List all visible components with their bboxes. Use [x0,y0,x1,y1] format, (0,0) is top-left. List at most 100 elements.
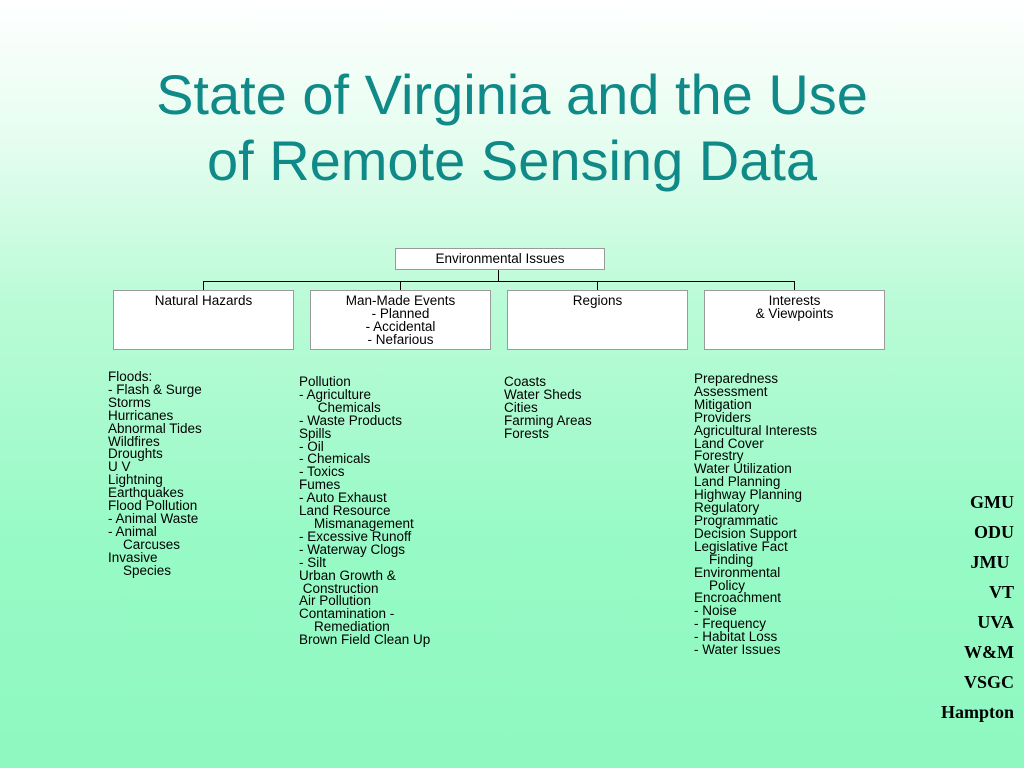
list-item: Water Sheds [504,386,582,402]
organization-name: ODU [974,522,1014,542]
list-item: Preparedness [694,371,779,386]
list-item: - Silt [299,554,326,570]
category-label: & Viewpoints [755,306,834,321]
list-item: - Habitat Loss [694,629,778,645]
list-item: Environmental [694,564,781,580]
title-line-1: State of Virginia and the Use [156,63,868,126]
category-sub-label: - Accidental [365,319,436,334]
list-item: - Water Issues [694,642,781,658]
connector-drop-regions [597,281,598,290]
list-item: - Noise [694,603,737,619]
organization-name: GMU [970,492,1014,512]
list-man-made-events: Pollution- Agriculture Chemicals- Waste … [299,374,431,648]
list-item: Decision Support [694,525,797,541]
category-label: Man-Made Events [345,293,456,308]
slide-title: State of Virginia and the Use of Remote … [0,62,1024,194]
list-item: Policy [694,577,746,593]
list-item: Lightning [108,472,163,488]
list-item: Floods: [108,369,153,384]
list-item: Water Utilization [694,461,792,477]
list-item: Land Cover [694,435,764,451]
title-line-2: of Remote Sensing Data [206,129,818,192]
list-item: Spills [299,425,332,441]
category-label: Regions [572,293,623,308]
list-item: Contamination - [299,606,395,622]
list-item: Legislative Fact [694,538,788,554]
category-natural-hazards: Natural Hazards [113,290,294,350]
category-sub-label: - Nefarious [367,332,434,347]
list-item: Agricultural Interests [694,422,818,438]
list-item: Storms [108,394,151,410]
list-item: Abnormal Tides [108,420,202,436]
list-item: - Oil [299,438,324,454]
organization-name: VT [988,582,1014,602]
root-node-label: Environmental Issues [435,251,565,266]
list-item: Brown Field Clean Up [299,632,431,648]
list-item: Carcuses [108,536,181,552]
list-item: Forestry [694,448,744,464]
connector-drop-interests [794,281,795,290]
list-item: - Animal Waste [108,510,199,526]
list-item: Construction [299,580,379,596]
category-interests-viewpoints: Interests & Viewpoints [704,290,885,350]
list-item: Wildfires [108,433,160,449]
list-item: Land Planning [694,474,781,490]
list-item: Regulatory [694,500,760,516]
organization-name: Hampton [940,702,1014,722]
list-item: - Waste Products [299,412,403,428]
category-label: Natural Hazards [154,293,253,308]
list-item: Remediation [299,619,390,635]
list-item: Pollution [299,374,351,389]
list-item: - Agriculture [299,386,372,402]
list-item: Assessment [694,383,768,399]
connector-horizontal [203,281,795,282]
organization-name: JMU [970,552,1014,572]
list-item: Cities [504,399,538,415]
list-item: - Toxics [299,464,345,480]
list-item: Chemicals [299,399,381,415]
organization-name: VSGC [963,672,1014,692]
list-item: - Flash & Surge [108,381,202,397]
list-item: Air Pollution [299,593,372,609]
list-item: Coasts [504,374,547,389]
list-item: Finding [694,551,754,567]
connector-drop-natural-hazards [203,281,204,290]
list-item: Highway Planning [694,487,803,503]
root-node-environmental-issues: Environmental Issues [395,248,605,270]
category-sub-label: - Planned [371,306,430,321]
category-regions: Regions [507,290,688,350]
list-item: Mismanagement [299,515,414,531]
list-item: Droughts [108,446,163,462]
list-item: - Auto Exhaust [299,490,387,506]
list-item: Fumes [299,477,341,493]
organizations-list: GMU ODU JMU VT UVA W&M VSGC Hampton [941,487,1014,727]
list-item: Earthquakes [108,485,184,501]
organization-name: W&M [964,642,1014,662]
category-man-made-events: Man-Made Events - Planned - Accidental -… [310,290,491,350]
list-item: Species [108,562,172,578]
list-item: Mitigation [694,396,752,412]
category-label: Interests [768,293,821,308]
list-item: Providers [694,409,752,425]
organization-name: UVA [977,612,1014,632]
list-item: Flood Pollution [108,498,198,514]
list-item: Invasive [108,549,158,565]
connector-drop-man-made-events [400,281,401,290]
list-item: Hurricanes [108,407,174,423]
list-item: Encroachment [694,590,782,606]
list-item: Programmatic [694,512,779,528]
list-item: - Excessive Runoff [299,528,412,544]
list-item: - Frequency [694,616,767,632]
connector-root-down [498,270,499,281]
list-item: Farming Areas [504,412,592,428]
list-item: Urban Growth & [299,567,396,583]
list-item: Forests [504,425,550,441]
list-item: - Waterway Clogs [299,541,406,557]
list-item: Land Resource [299,503,391,519]
list-item: - Animal [108,523,157,539]
list-item: - Chemicals [299,451,371,467]
list-item: U V [108,459,131,475]
